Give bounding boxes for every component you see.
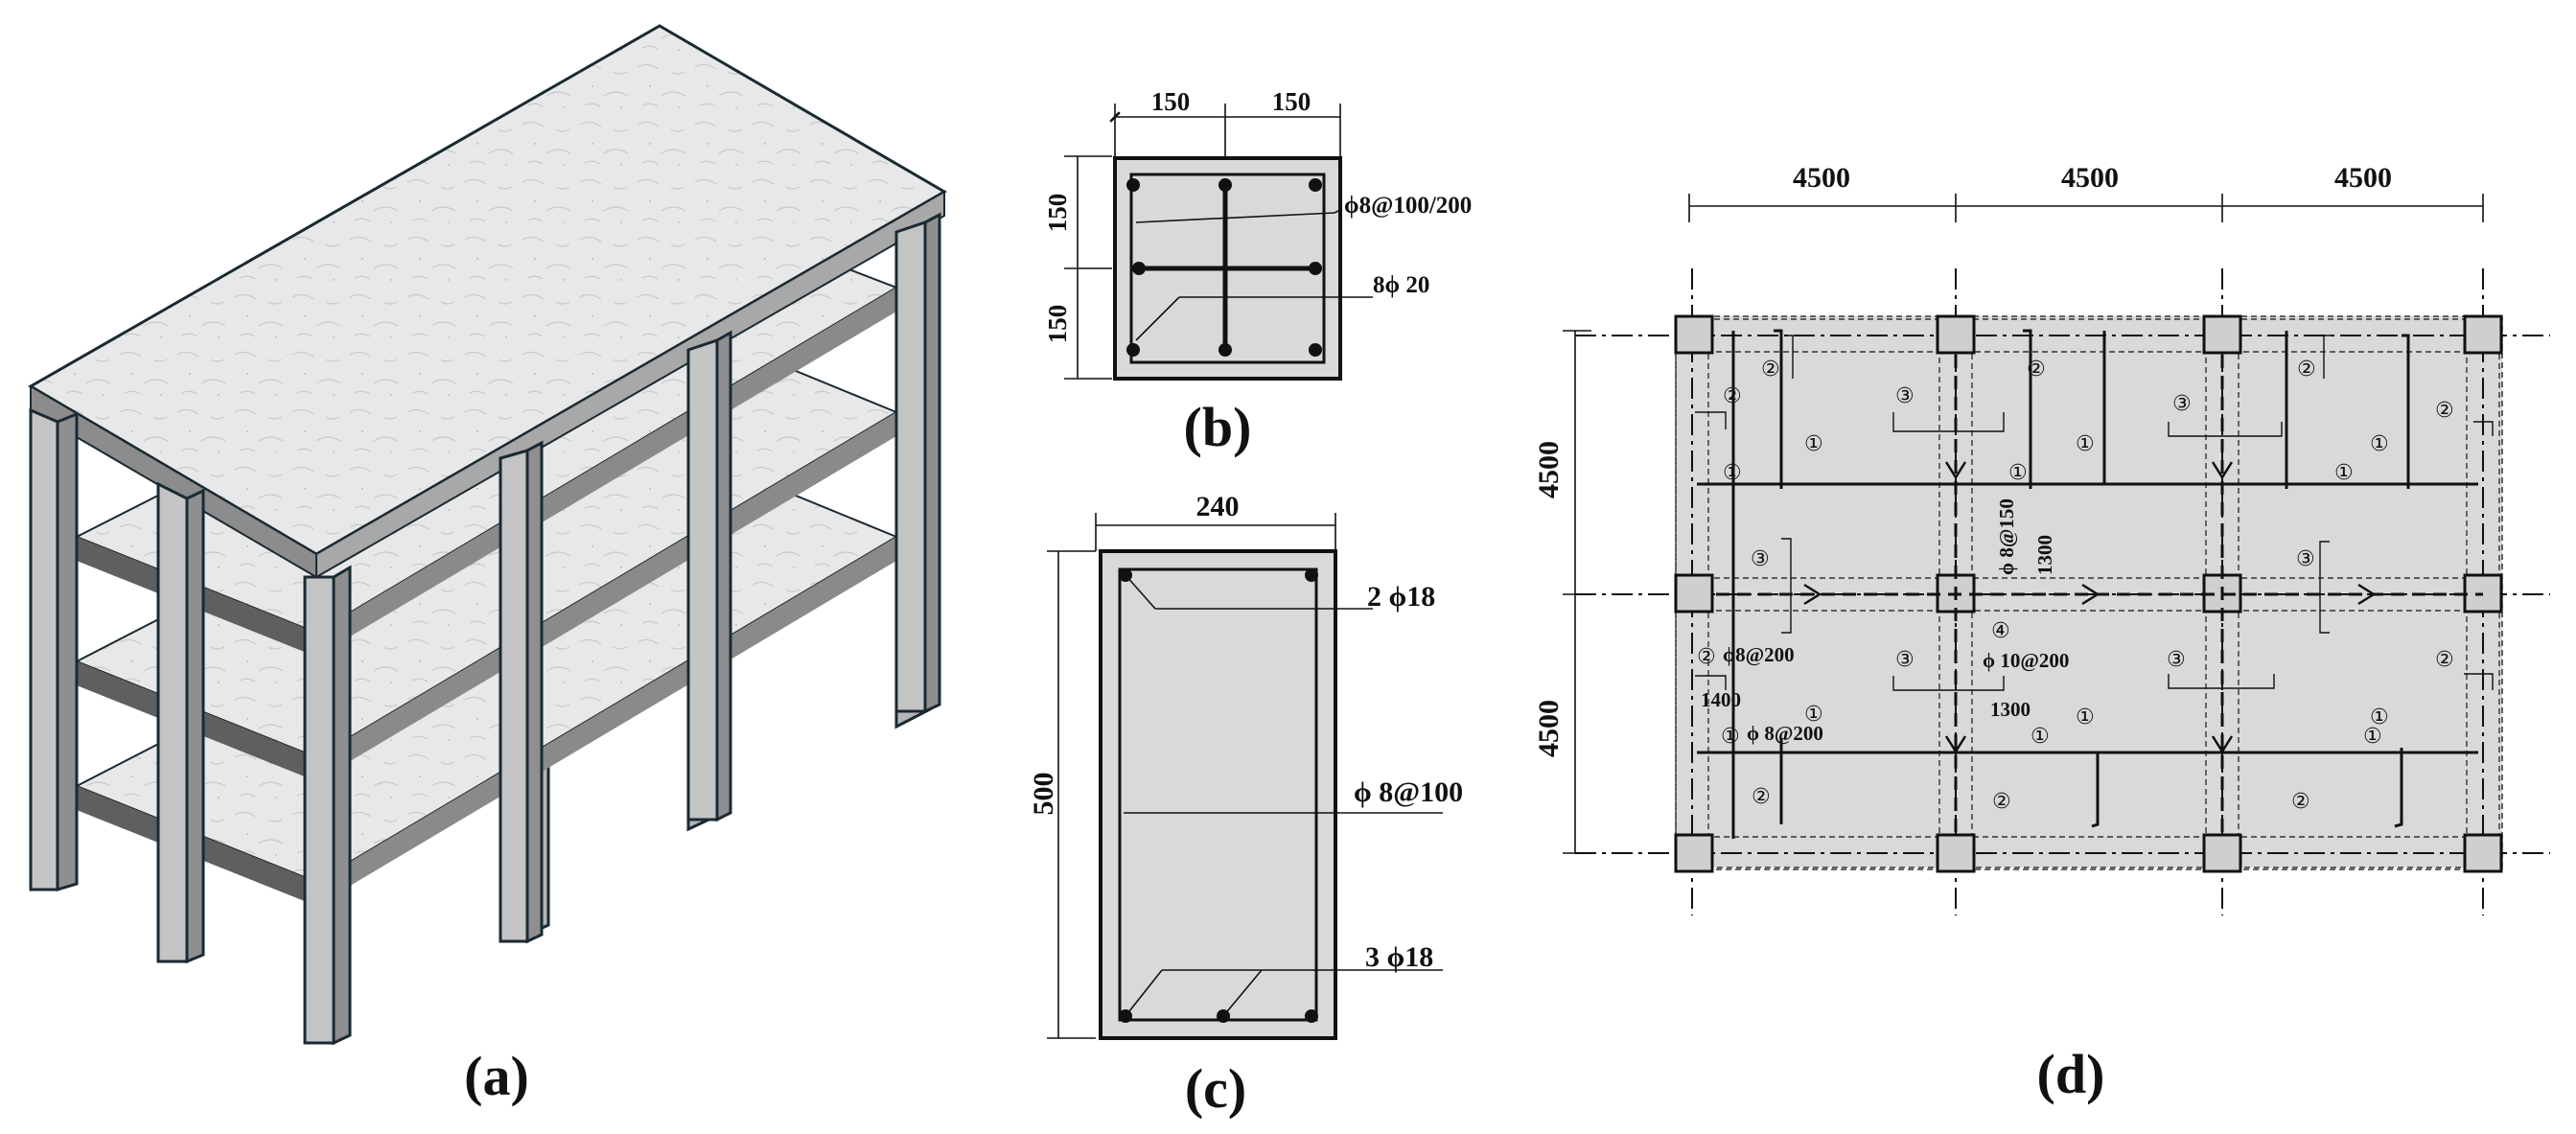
marker-3: ③ bbox=[2167, 648, 2186, 672]
col-side-dim-2: 150 bbox=[1043, 305, 1072, 344]
column-main-bars-label: 8ϕ 20 bbox=[1373, 272, 1429, 298]
plan-note-phi8-200-lower: ϕ 8@200 bbox=[1747, 722, 1823, 745]
slab-reinforcement-plan: 4500 4500 4500 4500 4500 bbox=[1533, 162, 2550, 1105]
beam-section: 240 500 2 ϕ18 ϕ 8@100 3 ϕ18 (c) bbox=[1028, 491, 1463, 1120]
front-columns bbox=[29, 212, 941, 1046]
marker-1: ① bbox=[1804, 432, 1823, 456]
plan-note-phi10-200: ϕ 10@200 bbox=[1983, 649, 2069, 672]
plan-note-phi8-150: ϕ 8@150 bbox=[1995, 498, 2018, 575]
marker-2: ② bbox=[1752, 785, 1771, 809]
marker-3: ③ bbox=[1895, 384, 1915, 408]
beam-bottom-bars-label: 3 ϕ18 bbox=[1365, 941, 1433, 973]
beam-top-bars-label: 2 ϕ18 bbox=[1367, 581, 1435, 613]
plan-bottom-rebar bbox=[1697, 329, 2478, 839]
plan-note-phi8-200-upper: ϕ8@200 bbox=[1723, 643, 1795, 666]
plan-top-span-3: 4500 bbox=[2334, 162, 2392, 194]
marker-1: ① bbox=[2363, 725, 2382, 749]
marker-1: ① bbox=[2031, 725, 2050, 749]
column-stirrup bbox=[1129, 173, 1326, 364]
column-dimension-lines bbox=[1064, 104, 1341, 380]
plan-top-span-2: 4500 bbox=[2061, 162, 2119, 194]
plan-top-dimension-line bbox=[1688, 194, 2484, 222]
beam-stirrup-label: ϕ 8@100 bbox=[1354, 776, 1463, 808]
column-stirrup-label: ϕ8@100/200 bbox=[1344, 193, 1472, 219]
column-section: 150 150 150 150 ϕ8@100/200 8ϕ 20 (b) bbox=[1043, 87, 1472, 458]
beam-width-dim: 240 bbox=[1196, 491, 1240, 522]
plan-side-dimension-line bbox=[1563, 330, 1591, 854]
plan-side-span-2: 4500 bbox=[1533, 700, 1565, 757]
marker-2: ② bbox=[2435, 399, 2454, 423]
beam-height-dim: 500 bbox=[1028, 773, 1059, 816]
beam-dimension-lines bbox=[1047, 513, 1336, 1039]
marker-1: ① bbox=[1723, 461, 1742, 485]
plan-arrows bbox=[1803, 461, 2377, 754]
plan-length-1400: 1400 bbox=[1701, 688, 1741, 711]
caption-d: (d) bbox=[2037, 1043, 2105, 1105]
marker-1: ① bbox=[2076, 432, 2095, 456]
marker-3: ③ bbox=[2172, 392, 2192, 416]
caption-a: (a) bbox=[464, 1045, 529, 1107]
column-crossties bbox=[1139, 182, 1315, 353]
marker-4: ④ bbox=[1991, 619, 2010, 643]
marker-3: ③ bbox=[2296, 547, 2315, 571]
marker-1: ① bbox=[2370, 706, 2389, 729]
marker-3: ③ bbox=[1751, 547, 1770, 571]
marker-2: ② bbox=[1761, 358, 1780, 382]
marker-1: ① bbox=[1721, 725, 1740, 749]
marker-2: ② bbox=[1723, 384, 1742, 408]
col-top-dim-2: 150 bbox=[1272, 87, 1311, 116]
plan-length-1300: 1300 bbox=[1990, 698, 2031, 721]
marker-2: ② bbox=[1697, 645, 1716, 669]
marker-1: ① bbox=[1804, 703, 1823, 727]
beam-leaders bbox=[1124, 574, 1443, 1017]
caption-b: (b) bbox=[1184, 396, 1252, 458]
marker-2: ② bbox=[1992, 790, 2011, 814]
plan-bracket-marks bbox=[1695, 335, 2494, 691]
col-top-dim-1: 150 bbox=[1151, 87, 1191, 116]
marker-1: ① bbox=[2370, 432, 2389, 456]
beam-outline bbox=[1099, 549, 1337, 1040]
marker-1: ① bbox=[2008, 461, 2028, 485]
marker-1: ① bbox=[2334, 461, 2354, 485]
marker-1: ① bbox=[2076, 706, 2095, 729]
plan-length-1300-vertical: 1300 bbox=[2033, 535, 2056, 575]
plan-markers: ② ② ① ① ③ ② ① ① ③ ② ① ① ② ③ ③ ④ ② ③ ③ ② … bbox=[1697, 358, 2454, 814]
marker-2: ② bbox=[2027, 358, 2046, 382]
caption-c: (c) bbox=[1185, 1057, 1246, 1120]
marker-3: ③ bbox=[1895, 648, 1915, 672]
marker-2: ② bbox=[2435, 648, 2454, 672]
marker-2: ② bbox=[2297, 358, 2316, 382]
roof-slab bbox=[28, 24, 947, 579]
frame-3d-view: (a) bbox=[28, 24, 947, 1107]
marker-2: ② bbox=[2291, 790, 2310, 814]
plan-top-span-1: 4500 bbox=[1793, 162, 1850, 194]
col-side-dim-1: 150 bbox=[1043, 194, 1072, 233]
plan-side-span-1: 4500 bbox=[1533, 441, 1565, 498]
column-leaders bbox=[1135, 208, 1373, 341]
plan-slab bbox=[1675, 315, 2503, 868]
column-bars bbox=[1126, 178, 1322, 357]
plan-columns bbox=[1674, 314, 2503, 873]
